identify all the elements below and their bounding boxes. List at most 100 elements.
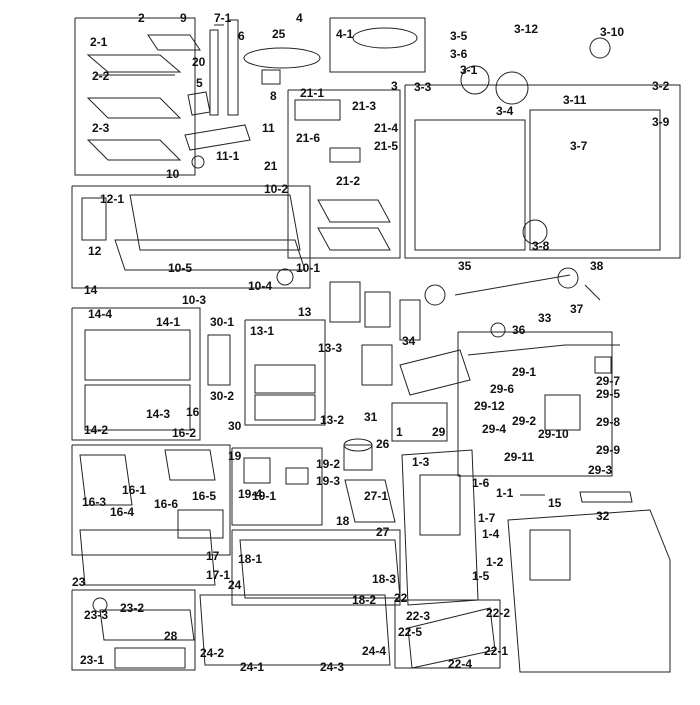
callout-label-22: 22 — [394, 591, 408, 605]
bracket-part-5 — [187, 91, 211, 116]
callout-label-22-4: 22-4 — [448, 657, 472, 671]
group-box-18 — [231, 529, 401, 606]
callout-label-29-2: 29-2 — [512, 414, 536, 428]
callout-label-29-11: 29-11 — [504, 450, 534, 464]
callout-label-29-8: 29-8 — [596, 415, 620, 429]
group-box-19 — [231, 447, 323, 526]
group-box-4 — [329, 17, 426, 73]
callout-label-22-2: 22-2 — [486, 606, 510, 620]
callout-label-13-3: 13-3 — [318, 341, 342, 355]
callout-label-11-1: 11-1 — [216, 149, 240, 163]
callout-label-22-1: 22-1 — [484, 644, 508, 658]
shelf-part-2-1 — [86, 54, 182, 73]
callout-label-1-4: 1-4 — [482, 527, 500, 541]
callout-label-37: 37 — [570, 302, 584, 316]
cap-part-8 — [261, 69, 281, 85]
callout-label-3-4: 3-4 — [496, 104, 514, 118]
rail-part-20 — [209, 29, 219, 116]
drawer-part-24 — [199, 594, 391, 666]
callout-label-12: 12 — [88, 244, 102, 258]
callout-label-2-1: 2-1 — [90, 35, 108, 49]
bin-part-13-2 — [254, 394, 316, 421]
callout-label-21: 21 — [264, 159, 278, 173]
callout-label-3-10: 3-10 — [600, 25, 624, 39]
part-29-7 — [594, 356, 612, 374]
knob-part-3-10 — [589, 37, 611, 59]
coil-part-1-4 — [419, 474, 461, 536]
bracket-part-30-1 — [207, 334, 231, 386]
callout-label-16-1: 16-1 — [122, 483, 146, 497]
cabinet-inner-panel — [529, 529, 571, 581]
callout-label-19-3: 19-3 — [316, 474, 340, 488]
housing-part-3 — [414, 119, 526, 251]
callout-label-21-1: 21-1 — [300, 86, 324, 100]
callout-label-23-3: 23-3 — [84, 608, 108, 622]
callout-label-3-1: 3-1 — [460, 63, 478, 77]
callout-label-20: 20 — [192, 55, 206, 69]
panel-part-3-b — [529, 109, 661, 251]
callout-label-19-4: 19-4 — [238, 487, 262, 501]
roller-part-17 — [177, 509, 224, 539]
callout-label-1-1: 1-1 — [496, 486, 514, 500]
group-box-13 — [244, 319, 326, 426]
bin-part-13 — [254, 364, 316, 394]
callout-label-29-7: 29-7 — [596, 374, 620, 388]
callout-label-3-9: 3-9 — [652, 115, 670, 129]
motor-part-35 — [424, 284, 446, 306]
callout-label-13-1: 13-1 — [250, 324, 274, 338]
callout-label-21-4: 21-4 — [374, 121, 398, 135]
callout-label-29-6: 29-6 — [490, 382, 514, 396]
callout-label-16-4: 16-4 — [110, 505, 134, 519]
callout-label-2: 2 — [138, 11, 145, 25]
callout-label-3-7: 3-7 — [570, 139, 588, 153]
part-34 — [361, 344, 393, 386]
callout-label-30-1: 30-1 — [210, 315, 234, 329]
callout-label-21-6: 21-6 — [296, 131, 320, 145]
callout-label-14-1: 14-1 — [156, 315, 180, 329]
callout-label-35: 35 — [458, 259, 472, 273]
part-27 — [344, 479, 396, 523]
callout-label-29-9: 29-9 — [596, 443, 620, 457]
group-box-29 — [457, 331, 613, 477]
cover-part-23 — [79, 529, 216, 586]
group-box-23 — [71, 589, 196, 671]
callout-label-18-2: 18-2 — [352, 593, 376, 607]
callout-label-3-5: 3-5 — [450, 29, 468, 43]
callout-label-14: 14 — [84, 283, 98, 297]
callout-label-3-2: 3-2 — [652, 79, 670, 93]
rail-part-6 — [227, 19, 239, 116]
bucket-part-34a — [329, 281, 361, 323]
part-21-2b — [317, 227, 391, 251]
callout-label-28: 28 — [164, 629, 178, 643]
callout-label-1-2: 1-2 — [486, 555, 504, 569]
part-19-4 — [243, 457, 271, 484]
callout-label-24-3: 24-3 — [320, 660, 344, 674]
callout-label-10-1: 10-1 — [296, 261, 320, 275]
callout-label-10-5: 10-5 — [168, 261, 192, 275]
callout-label-3-6: 3-6 — [450, 47, 468, 61]
callout-label-12-1: 12-1 — [100, 192, 124, 206]
callout-label-13: 13 — [298, 305, 312, 319]
callout-label-9: 9 — [180, 11, 187, 25]
callout-label-31: 31 — [364, 410, 378, 424]
callout-label-2-3: 2-3 — [92, 121, 110, 135]
ring-part-3-8 — [522, 219, 548, 245]
bin-part-14-1 — [84, 329, 191, 381]
tray-part-10 — [129, 194, 301, 251]
part-22-4 — [407, 607, 496, 669]
callout-label-6: 6 — [238, 29, 245, 43]
callout-label-11: 11 — [262, 121, 275, 135]
callout-label-15: 15 — [548, 496, 562, 510]
knob-part-11-1 — [191, 155, 205, 169]
callout-label-27-1: 27-1 — [364, 489, 388, 503]
callout-label-3-12: 3-12 — [514, 22, 538, 36]
callout-label-16-2: 16-2 — [172, 426, 196, 440]
callout-label-1: 1 — [396, 425, 403, 439]
pin-part-38 — [584, 284, 601, 301]
group-box-10 — [71, 185, 311, 289]
callout-label-32: 32 — [596, 509, 610, 523]
cabinet-body — [507, 509, 671, 673]
